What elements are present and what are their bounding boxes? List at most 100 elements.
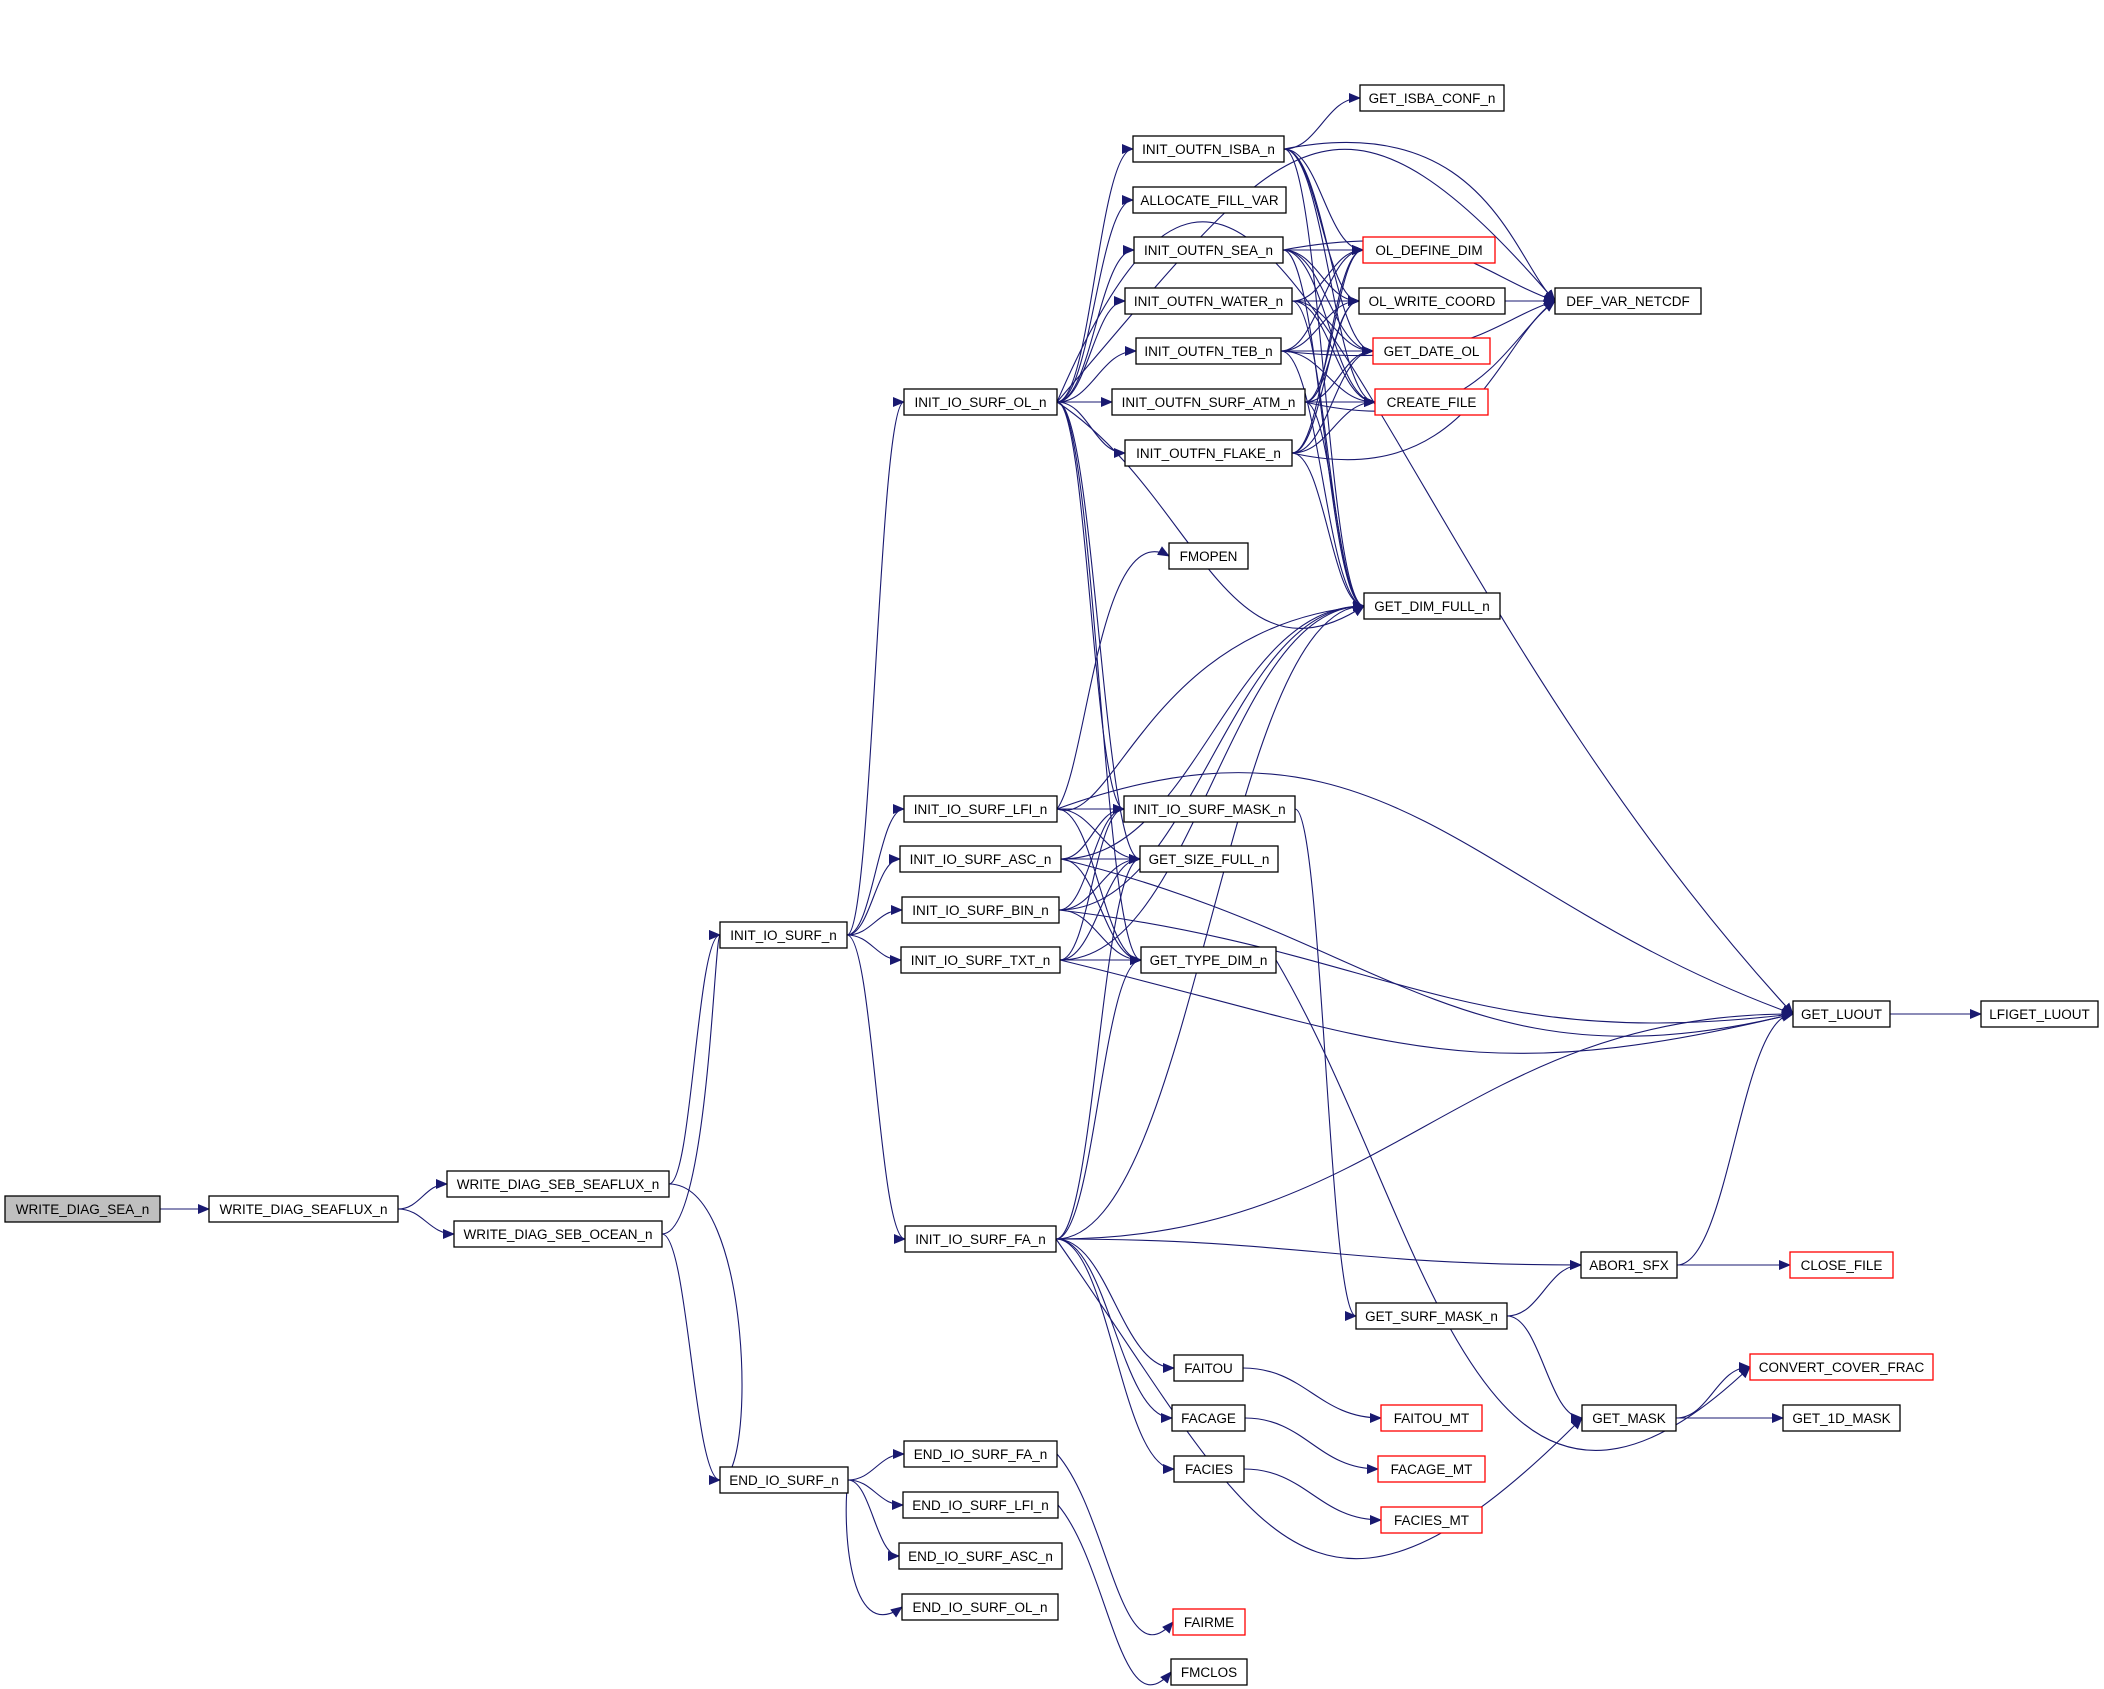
node-allocate-fill-var[interactable]: ALLOCATE_FILL_VAR [1132,186,1287,214]
node-faitou[interactable]: FAITOU [1173,1354,1244,1382]
node-init-io-surf-asc-n[interactable]: INIT_IO_SURF_ASC_n [899,845,1062,873]
node-box [1377,1455,1486,1483]
node-init-io-surf-bin-n[interactable]: INIT_IO_SURF_BIN_n [901,896,1060,924]
node-get-date-ol[interactable]: GET_DATE_OL [1372,337,1491,365]
node-init-outfn-sea-n[interactable]: INIT_OUTFN_SEA_n [1133,236,1284,264]
edge-get-surf-mask-n-to-abor1-sfx [1506,1260,1582,1317]
node-end-io-surf-fa-n[interactable]: END_IO_SURF_FA_n [903,1440,1058,1468]
node-facies-mt[interactable]: FACIES_MT [1380,1506,1483,1534]
node-init-io-surf-n[interactable]: INIT_IO_SURF_n [719,921,848,949]
node-box [1168,542,1249,570]
node-init-outfn-teb-n[interactable]: INIT_OUTFN_TEB_n [1135,337,1282,365]
edge-write-diag-seb-ocean-n-to-init-io-surf-n [661,930,721,1235]
node-label: GET_DIM_FULL_n [1374,599,1490,614]
node-box [1380,1506,1483,1534]
node-box [1789,1251,1894,1279]
node-init-outfn-isba-n[interactable]: INIT_OUTFN_ISBA_n [1132,135,1285,163]
node-write-diag-sea-n[interactable]: WRITE_DIAG_SEA_n [4,1195,161,1223]
node-label: FAITOU [1184,1361,1233,1376]
edge-init-io-surf-fa-n-to-abor1-sfx [1055,1238,1582,1270]
edge-init-io-surf-lfi-n-to-get-dim-full-n [1056,602,1365,811]
node-init-io-surf-txt-n[interactable]: INIT_IO_SURF_TXT_n [900,946,1061,974]
node-box [902,1491,1059,1519]
node-get-mask[interactable]: GET_MASK [1581,1404,1677,1432]
node-end-io-surf-asc-n[interactable]: END_IO_SURF_ASC_n [898,1542,1063,1570]
node-init-io-surf-fa-n[interactable]: INIT_IO_SURF_FA_n [904,1225,1057,1253]
node-fairme[interactable]: FAIRME [1172,1608,1246,1636]
node-get-dim-full-n[interactable]: GET_DIM_FULL_n [1363,592,1501,620]
node-init-outfn-flake-n[interactable]: INIT_OUTFN_FLAKE_n [1124,439,1293,467]
node-label: CLOSE_FILE [1801,1258,1883,1273]
node-end-io-surf-ol-n[interactable]: END_IO_SURF_OL_n [901,1593,1059,1621]
node-end-io-surf-n[interactable]: END_IO_SURF_n [719,1466,849,1494]
edge-init-io-surf-fa-n-to-get-luout [1055,1009,1794,1240]
edge-init-io-surf-lfi-n-to-fmopen [1056,546,1170,810]
node-write-diag-seaflux-n[interactable]: WRITE_DIAG_SEAFLUX_n [208,1195,399,1223]
node-abor1-sfx[interactable]: ABOR1_SFX [1580,1251,1678,1279]
node-label: GET_LUOUT [1801,1007,1882,1022]
node-facies[interactable]: FACIES [1173,1455,1245,1483]
node-get-surf-mask-n[interactable]: GET_SURF_MASK_n [1355,1302,1508,1330]
node-label: OL_WRITE_COORD [1369,294,1496,309]
edge-facage-to-facage-mt [1244,1417,1379,1474]
edge-init-outfn-isba-n-to-ol-define-dim [1283,148,1364,255]
node-get-size-full-n[interactable]: GET_SIZE_FULL_n [1139,845,1279,873]
edge-init-io-surf-n-to-init-io-surf-bin-n [846,905,903,936]
node-label: GET_TYPE_DIM_n [1150,953,1268,968]
edge-init-io-surf-ol-n-to-init-io-surf-mask-n [1056,401,1125,814]
node-init-outfn-surf-atm-n[interactable]: INIT_OUTFN_SURF_ATM_n [1111,388,1306,416]
edge-init-io-surf-n-to-init-io-surf-lfi-n [846,804,905,936]
node-def-var-netcdf[interactable]: DEF_VAR_NETCDF [1554,287,1702,315]
node-box [1132,135,1285,163]
node-faitou-mt[interactable]: FAITOU_MT [1380,1404,1483,1432]
edge-init-io-surf-lfi-n-to-get-size-full-n [1056,808,1141,864]
edge-facies-to-facies-mt [1243,1468,1382,1525]
node-get-type-dim-n[interactable]: GET_TYPE_DIM_n [1140,946,1277,974]
edge-abor1-sfx-to-get-luout [1676,1009,1794,1266]
node-write-diag-seb-seaflux-n[interactable]: WRITE_DIAG_SEB_SEAFLUX_n [446,1170,670,1198]
node-write-diag-seb-ocean-n[interactable]: WRITE_DIAG_SEB_OCEAN_n [453,1220,663,1248]
node-ol-define-dim[interactable]: OL_DEFINE_DIM [1362,236,1496,264]
node-lfiget-luout[interactable]: LFIGET_LUOUT [1980,1000,2099,1028]
node-get-1d-mask[interactable]: GET_1D_MASK [1782,1404,1901,1432]
node-label: WRITE_DIAG_SEAFLUX_n [219,1202,387,1217]
node-label: INIT_IO_SURF_MASK_n [1133,802,1285,817]
node-box [719,1466,849,1494]
node-get-isba-conf-n[interactable]: GET_ISBA_CONF_n [1359,84,1505,112]
node-facage-mt[interactable]: FACAGE_MT [1377,1455,1486,1483]
node-end-io-surf-lfi-n[interactable]: END_IO_SURF_LFI_n [902,1491,1059,1519]
edge-end-io-surf-lfi-n-to-fmclos [1057,1504,1172,1686]
node-box [1380,1404,1483,1432]
edge-faitou-to-faitou-mt [1242,1367,1382,1423]
edge-init-io-surf-fa-n-to-get-mask [1055,1238,1583,1560]
edges-layer [159,93,1982,1686]
node-label: INIT_IO_SURF_FA_n [915,1232,1046,1247]
node-convert-cover-frac[interactable]: CONVERT_COVER_FRAC [1749,1353,1934,1381]
node-get-luout[interactable]: GET_LUOUT [1792,1000,1891,1028]
edge-end-io-surf-n-to-end-io-surf-fa-n [847,1449,905,1481]
node-box [901,1593,1059,1621]
node-init-io-surf-ol-n[interactable]: INIT_IO_SURF_OL_n [903,388,1058,416]
node-label: LFIGET_LUOUT [1989,1007,2090,1022]
node-close-file[interactable]: CLOSE_FILE [1789,1251,1894,1279]
edge-write-diag-seaflux-n-to-write-diag-seb-seaflux-n [397,1179,448,1210]
edge-init-io-surf-bin-n-to-get-size-full-n [1058,854,1141,911]
node-init-io-surf-lfi-n[interactable]: INIT_IO_SURF_LFI_n [903,795,1058,823]
node-fmclos[interactable]: FMCLOS [1170,1658,1248,1686]
node-label: CREATE_FILE [1387,395,1477,410]
node-create-file[interactable]: CREATE_FILE [1374,388,1489,416]
node-box [1580,1251,1678,1279]
node-init-outfn-water-n[interactable]: INIT_OUTFN_WATER_n [1124,287,1293,315]
node-box [1172,1608,1246,1636]
node-box [1124,439,1293,467]
node-init-io-surf-mask-n[interactable]: INIT_IO_SURF_MASK_n [1123,795,1296,823]
node-facage[interactable]: FACAGE [1171,1404,1246,1432]
node-label: GET_SURF_MASK_n [1365,1309,1498,1324]
node-ol-write-coord[interactable]: OL_WRITE_COORD [1358,287,1506,315]
node-label: INIT_OUTFN_ISBA_n [1142,142,1275,157]
node-fmopen[interactable]: FMOPEN [1168,542,1249,570]
node-box [899,845,1062,873]
node-box [903,388,1058,416]
edge-init-outfn-surf-atm-n-to-get-dim-full-n [1304,401,1365,611]
